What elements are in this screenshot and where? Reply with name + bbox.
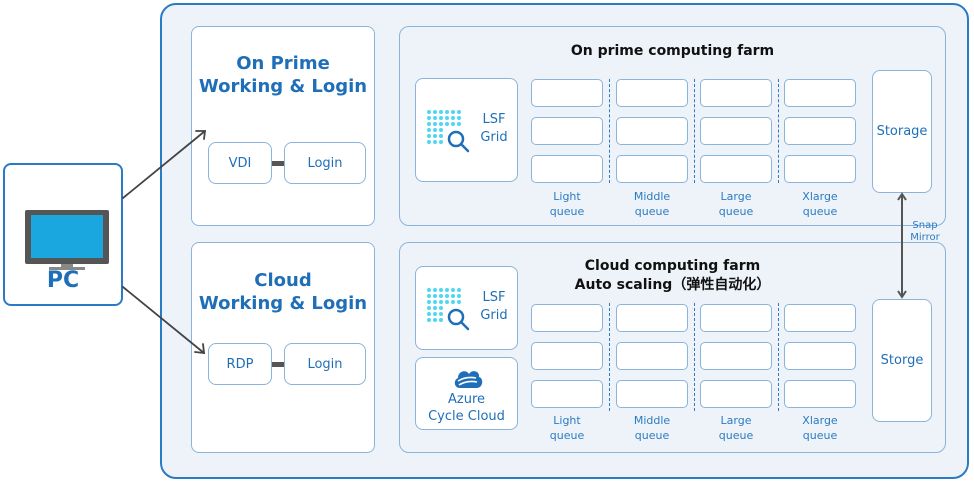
queue-node (784, 79, 856, 107)
lsf-grid-box: LSF Grid (415, 78, 518, 182)
queue-node (700, 342, 772, 370)
lsf-label: LSF (482, 112, 506, 127)
lsf-grid-box: LSF Grid (415, 266, 518, 350)
queue-divider (778, 303, 779, 411)
queue-node (531, 117, 603, 145)
queue-node (784, 304, 856, 332)
queue-node (616, 117, 688, 145)
queue-node (700, 155, 772, 183)
queue-divider (609, 303, 610, 411)
queue-node (784, 117, 856, 145)
queue-node (616, 79, 688, 107)
cycle-cloud-label: Cycle Cloud (428, 409, 505, 424)
login-box: Login (284, 343, 366, 385)
queue-node (616, 380, 688, 408)
pc-label: PC (46, 268, 80, 293)
queue-node (700, 79, 772, 107)
queue-node (700, 304, 772, 332)
queue-node (531, 342, 603, 370)
lsf-grid-icon (427, 110, 470, 153)
storage-box: Storage (872, 70, 932, 193)
lsf-label: LSF (482, 290, 506, 305)
queue-divider (609, 79, 610, 183)
queue-node (531, 155, 603, 183)
queue-node (616, 342, 688, 370)
storage-box: Storge (872, 299, 932, 422)
panel-title-line1: On Prime (236, 53, 330, 74)
farm-subtitle: Auto scaling（弹性自动化） (574, 277, 771, 293)
azure-label: Azure (447, 392, 485, 407)
vdi-login-connector (272, 161, 284, 166)
queue-node (784, 380, 856, 408)
rdp-box: RDP (208, 343, 272, 385)
queue-divider (778, 79, 779, 183)
rdp-login-connector (272, 362, 284, 367)
queue-node (616, 304, 688, 332)
monitor-icon (25, 210, 109, 270)
panel-title-line2: Working & Login (198, 76, 368, 97)
queue-node (700, 117, 772, 145)
pc-node: PC (3, 163, 123, 306)
queue-divider (694, 79, 695, 183)
azure-cycle-cloud-box: Azure Cycle Cloud (415, 357, 518, 430)
queue-node (700, 380, 772, 408)
azure-cloud-icon (454, 371, 483, 388)
queue-node (531, 304, 603, 332)
panel-title-line2: Working & Login (198, 293, 368, 314)
queue-node (531, 380, 603, 408)
on-prime-login-panel: On Prime Working & Login VDI Login (191, 26, 375, 226)
queue-node (616, 155, 688, 183)
farm-title: On prime computing farm (570, 43, 775, 59)
farm-title: Cloud computing farm (584, 258, 761, 274)
queue-node (531, 79, 603, 107)
grid-label: Grid (480, 130, 508, 145)
queue-divider (694, 303, 695, 411)
login-box: Login (284, 142, 366, 184)
grid-label: Grid (480, 308, 508, 323)
cloud-computing-farm: Cloud computing farm Auto scaling（弹性自动化）… (399, 242, 946, 453)
cloud-login-panel: Cloud Working & Login RDP Login (191, 242, 375, 453)
queue-node (784, 155, 856, 183)
vdi-box: VDI (208, 142, 272, 184)
lsf-grid-icon (427, 288, 470, 331)
panel-title-line1: Cloud (254, 270, 312, 291)
queue-node (784, 342, 856, 370)
